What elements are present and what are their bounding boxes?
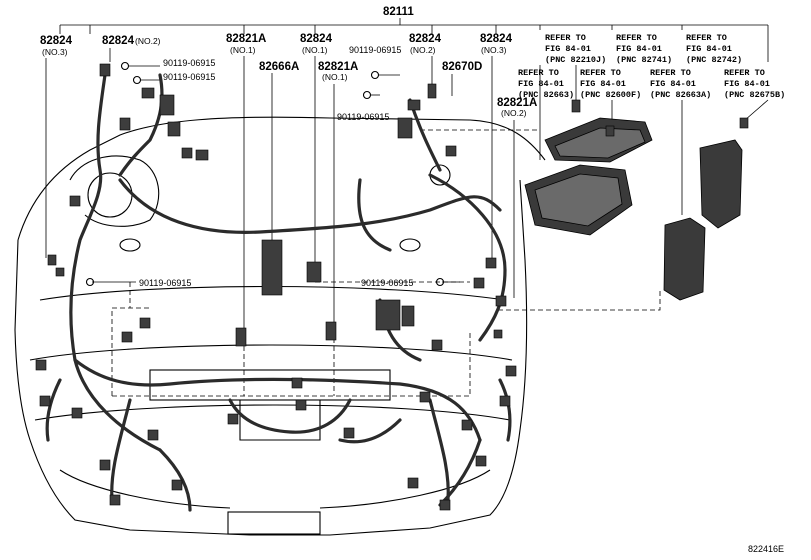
svg-text:(PNC 82663): (PNC 82663) [518, 90, 574, 100]
label-82824-no1-center-sub: (NO.1) [302, 45, 328, 55]
svg-text:(PNC 82675B): (PNC 82675B) [724, 90, 785, 100]
svg-text:(PNC 82742): (PNC 82742) [686, 55, 742, 65]
connectors [35, 63, 517, 511]
label-82824-no2-center: 82824 [409, 33, 442, 45]
svg-text:FIG 84-01: FIG 84-01 [616, 44, 662, 54]
svg-text:REFER TO: REFER TO [545, 33, 586, 43]
label-82824-no3-right: 82824 [480, 33, 513, 45]
label-bolt-3: 90119-06915 [349, 45, 401, 55]
label-82824-no3-left-sub: (NO.3) [42, 47, 68, 57]
junction-blocks [524, 99, 749, 301]
svg-text:FIG 84-01: FIG 84-01 [580, 79, 626, 89]
refer-box-82600f: REFER TO FIG 84-01 (PNC 82600F) [580, 68, 641, 100]
bolt-icons [85, 61, 445, 287]
svg-text:REFER TO: REFER TO [616, 33, 657, 43]
svg-text:FIG 84-01: FIG 84-01 [686, 44, 732, 54]
label-82821a-no1-top: 82821A [226, 33, 266, 45]
label-82666a: 82666A [259, 61, 299, 73]
refer-box-82675b: REFER TO FIG 84-01 (PNC 82675B) [724, 68, 785, 100]
label-82821a-no1-center: 82821A [318, 61, 358, 73]
svg-text:(PNC 82210J): (PNC 82210J) [545, 55, 606, 65]
svg-text:FIG 84-01: FIG 84-01 [518, 79, 564, 89]
refer-box-82210j: REFER TO FIG 84-01 (PNC 82210J) [545, 33, 606, 65]
label-bolt-1: 90119-06915 [163, 58, 215, 68]
svg-text:(PNC 82663A): (PNC 82663A) [650, 90, 711, 100]
refer-box-82741: REFER TO FIG 84-01 (PNC 82741) [616, 33, 672, 65]
label-bolt-6: 90119-06915 [361, 278, 413, 288]
label-82821a-no2: 82821A [497, 97, 537, 109]
label-bolt-5: 90119-06915 [139, 278, 191, 288]
label-82824-no2-center-sub: (NO.2) [410, 45, 436, 55]
figure-code: 822416E [748, 544, 784, 554]
label-82824-no1-center: 82824 [300, 33, 333, 45]
label-bolt-2: 90119-06915 [163, 72, 215, 82]
svg-text:(PNC 82741): (PNC 82741) [616, 55, 672, 65]
refer-box-82663: REFER TO FIG 84-01 (PNC 82663) [518, 68, 574, 100]
label-82670d: 82670D [442, 61, 482, 73]
svg-text:REFER TO: REFER TO [724, 68, 765, 78]
svg-text:REFER TO: REFER TO [580, 68, 621, 78]
main-assembly-bracket [59, 18, 769, 62]
svg-text:REFER TO: REFER TO [650, 68, 691, 78]
svg-text:FIG 84-01: FIG 84-01 [545, 44, 591, 54]
label-82821a-no1-center-sub: (NO.1) [322, 72, 348, 82]
refer-box-82742: REFER TO FIG 84-01 (PNC 82742) [686, 33, 742, 65]
svg-text:FIG 84-01: FIG 84-01 [650, 79, 696, 89]
svg-text:REFER TO: REFER TO [518, 68, 559, 78]
svg-text:FIG 84-01: FIG 84-01 [724, 79, 770, 89]
svg-text:REFER TO: REFER TO [686, 33, 727, 43]
label-82824-no2-left: 82824 [102, 35, 135, 47]
label-82821a-no2-sub: (NO.2) [501, 108, 527, 118]
dashed-reference-lines [111, 129, 661, 397]
label-82824-no2-left-sub: (NO.2) [135, 36, 161, 46]
label-82821a-no1-top-sub: (NO.1) [230, 45, 256, 55]
label-82824-no3-left: 82824 [40, 35, 73, 47]
refer-box-82663a: REFER TO FIG 84-01 (PNC 82663A) [650, 68, 711, 100]
label-82111: 82111 [383, 6, 414, 18]
vehicle-body-outline [14, 116, 546, 536]
label-bolt-4: 90119-06915 [337, 112, 389, 122]
svg-text:(PNC 82600F): (PNC 82600F) [580, 90, 641, 100]
label-82824-no3-right-sub: (NO.3) [481, 45, 507, 55]
